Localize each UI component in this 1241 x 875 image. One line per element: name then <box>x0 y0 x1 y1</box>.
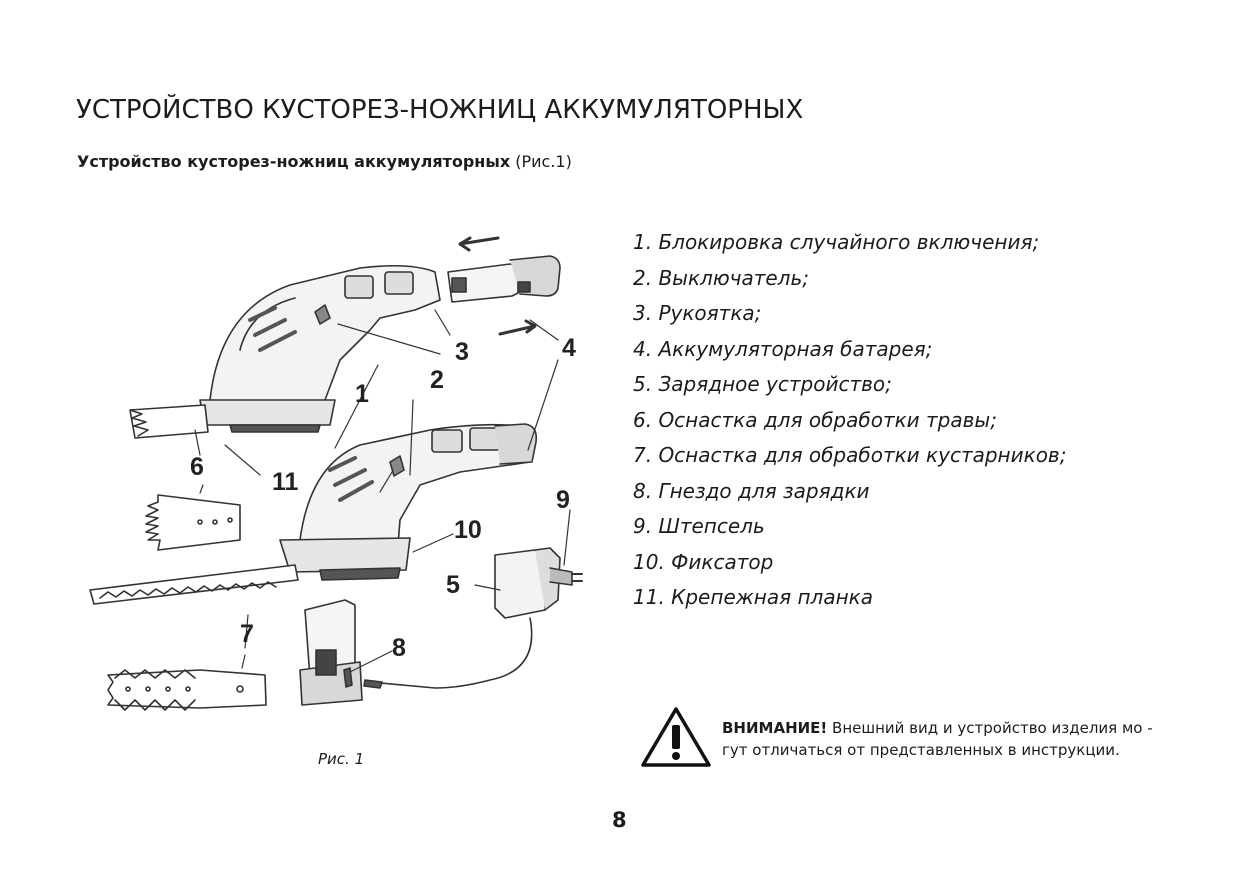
warning-note: ВНИМАНИЕ! Внешний вид и устройство издел… <box>640 705 1180 775</box>
legend-item: 8. Гнездо для зарядки <box>633 478 870 503</box>
callout-5: 5 <box>446 571 460 599</box>
callout-8: 8 <box>392 634 406 662</box>
hedge-blade-attachment <box>107 669 267 711</box>
legend-item: 7. Оснастка для обработки кустарников; <box>633 443 1067 467</box>
legend-item: 10. Фиксатор <box>633 549 774 574</box>
upper-tool-body <box>129 264 441 439</box>
legend-item: 3. Рукоятка; <box>633 301 762 325</box>
legend-item: 6. Оснастка для обработки травы; <box>633 407 997 432</box>
warning-triangle-icon <box>641 707 711 767</box>
callout-2: 2 <box>430 366 444 394</box>
callout-1: 1 <box>355 380 369 408</box>
warning-text: ВНИМАНИЕ! Внешний вид и устройство издел… <box>722 717 1172 761</box>
leader-lines <box>194 309 571 673</box>
legend-item: 5. Зарядное устройство; <box>633 372 892 396</box>
lower-tool-body <box>89 423 538 605</box>
legend-item: 9. Штепсель <box>633 514 765 538</box>
warning-body: Внешний вид и устройство изделия мо - гу… <box>722 719 1153 759</box>
page-title: УСТРОЙСТВО КУСТОРЕЗ-НОЖНИЦ АККУМУЛЯТОРНЫ… <box>76 95 804 125</box>
subtitle-bold: Устройство кусторез-ножниц аккумуляторны… <box>77 152 511 171</box>
figure-subtitle: Устройство кусторез-ножниц аккумуляторны… <box>77 152 572 171</box>
tool-diagram: 1 2 3 4 5 6 7 8 9 10 11 <box>89 236 583 711</box>
page-number: 8 <box>612 808 627 832</box>
legend-item: 1. Блокировка случайного включения; <box>633 230 1040 254</box>
callout-7: 7 <box>240 620 254 648</box>
parts-legend: 1. Блокировка случайного включения; 2. В… <box>633 226 1066 617</box>
callout-3: 3 <box>455 338 469 366</box>
charger <box>363 547 583 689</box>
grass-blade-attachment <box>145 494 241 551</box>
battery-pack <box>299 599 363 706</box>
upper-battery <box>447 255 561 303</box>
legend-item: 4. Аккумуляторная батарея; <box>633 336 933 361</box>
callout-4: 4 <box>562 334 576 362</box>
figure-caption: Рис. 1 <box>318 750 365 768</box>
callout-6: 6 <box>190 453 204 481</box>
callout-11: 11 <box>272 468 299 496</box>
subtitle-ref: (Рис.1) <box>510 152 572 171</box>
legend-item: 2. Выключатель; <box>633 265 809 290</box>
legend-item: 11. Крепежная планка <box>633 585 874 609</box>
callout-10: 10 <box>454 516 482 544</box>
callout-9: 9 <box>556 486 570 514</box>
warning-label: ВНИМАНИЕ! <box>722 719 828 737</box>
